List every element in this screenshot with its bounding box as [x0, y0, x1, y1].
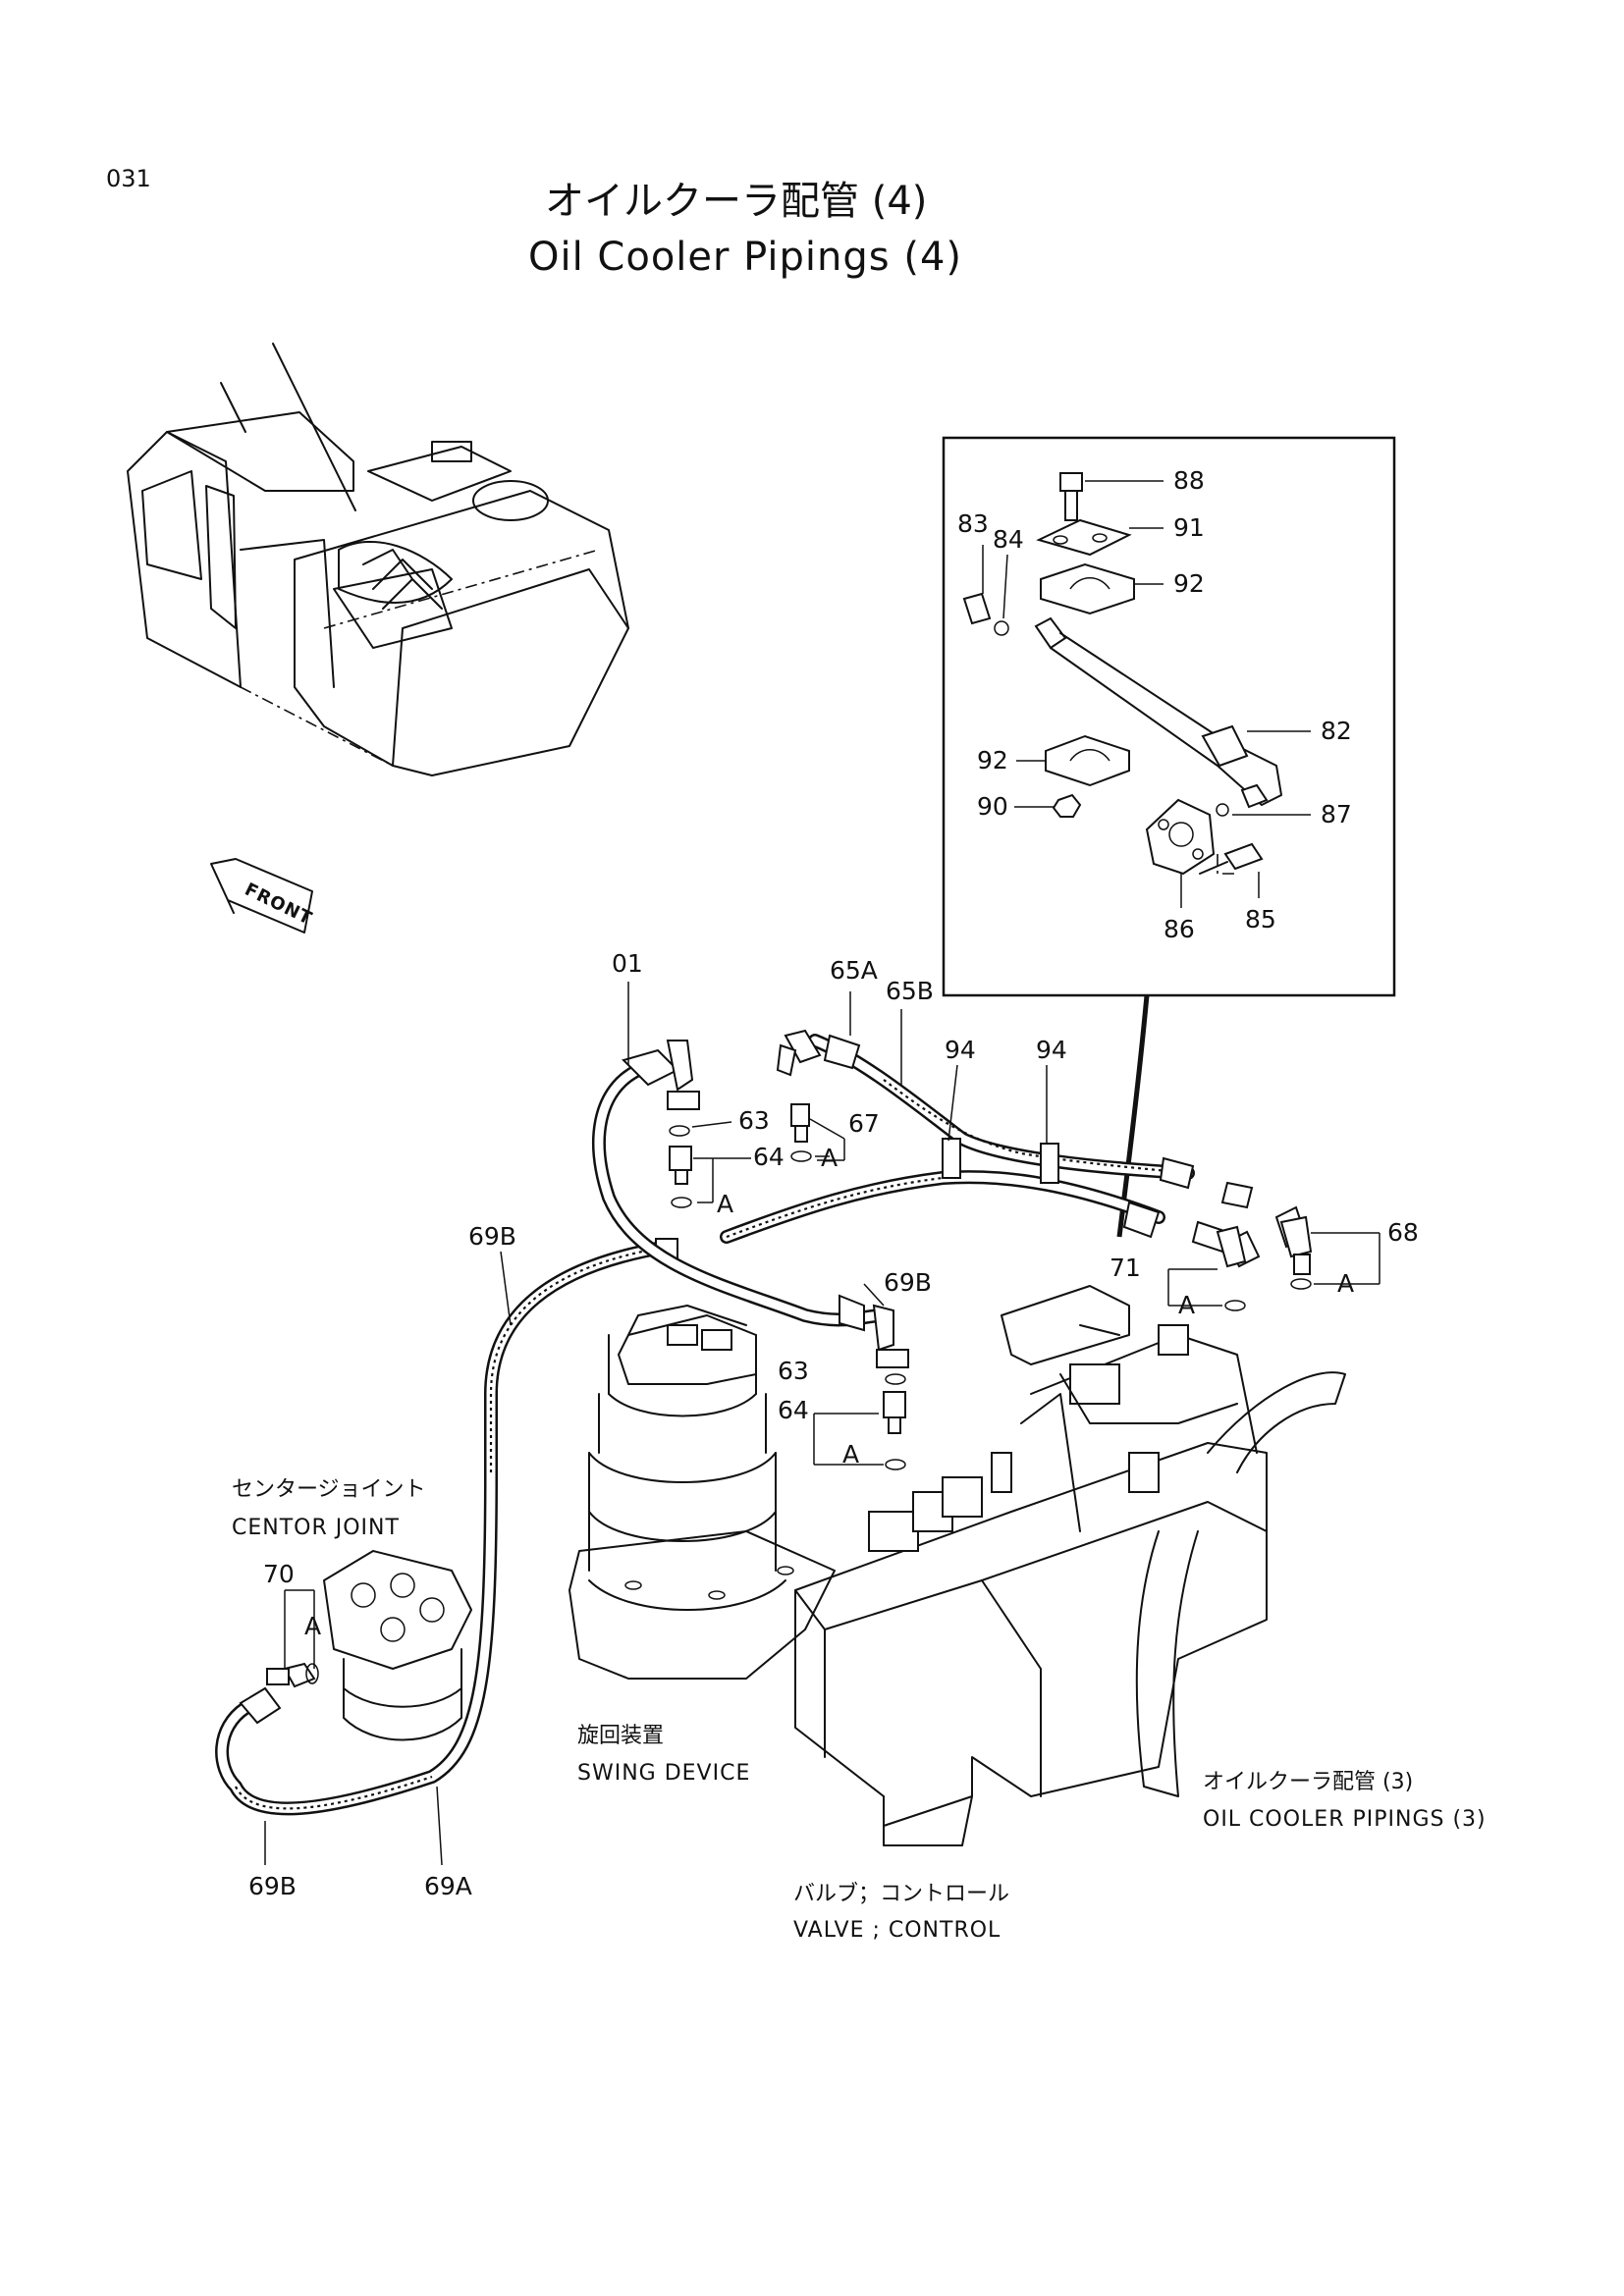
- callout-63-lower: 63: [778, 1357, 809, 1385]
- control-valve-illustration: [794, 1285, 1346, 1846]
- callout-65a: 65A: [830, 956, 878, 985]
- hose-65-assembly: [720, 1029, 1308, 1268]
- callout-92-lower: 92: [977, 746, 1008, 774]
- center-joint-illustration: [283, 1550, 472, 1741]
- callout-69b-middle: 69B: [884, 1268, 932, 1297]
- title-japanese: オイルクーラ配管 (4): [545, 179, 927, 224]
- callout-85: 85: [1245, 905, 1276, 934]
- callout-64-upper: 64: [753, 1143, 785, 1171]
- callout-a-2: A: [821, 1144, 838, 1172]
- callout-63-upper: 63: [738, 1106, 770, 1135]
- callout-01: 01: [612, 949, 643, 978]
- callout-64-lower: 64: [778, 1396, 809, 1424]
- center-joint-label-jp: センタージョイント: [232, 1477, 426, 1502]
- front-direction-arrow: FRONT: [210, 858, 315, 934]
- swing-device-illustration: [568, 1305, 836, 1680]
- swing-device-label-en: SWING DEVICE: [577, 1761, 750, 1786]
- callout-a-1: A: [717, 1190, 733, 1218]
- callout-87: 87: [1321, 800, 1352, 828]
- callout-a-4: A: [1178, 1291, 1195, 1319]
- callout-69a: 69A: [424, 1872, 472, 1900]
- hose-69-assembly: [215, 1238, 678, 1816]
- title-english: Oil Cooler Pipings (4): [528, 235, 962, 280]
- callout-70: 70: [263, 1560, 295, 1588]
- callout-84: 84: [993, 525, 1024, 554]
- callout-a-3: A: [1337, 1269, 1354, 1298]
- oil-cooler-ref-label-en: OIL COOLER PIPINGS (3): [1203, 1807, 1487, 1832]
- callout-65b: 65B: [886, 977, 934, 1005]
- excavator-overview-illustration: [127, 343, 629, 776]
- callout-83: 83: [957, 509, 989, 538]
- callout-88: 88: [1173, 466, 1205, 495]
- callout-68: 68: [1387, 1218, 1419, 1247]
- callout-94-right: 94: [1036, 1036, 1067, 1064]
- center-joint-label-en: CENTOR JOINT: [232, 1516, 400, 1540]
- callout-a-5: A: [842, 1440, 859, 1468]
- callout-69b-top: 69B: [468, 1222, 516, 1251]
- callout-92-upper: 92: [1173, 569, 1205, 598]
- pipe-01: [592, 1040, 909, 1368]
- control-valve-label-en: VALVE ; CONTROL: [793, 1918, 1001, 1943]
- callout-94-left: 94: [945, 1036, 976, 1064]
- callout-82: 82: [1321, 717, 1352, 745]
- callout-90: 90: [977, 792, 1008, 821]
- callout-a-6: A: [304, 1612, 321, 1640]
- swing-device-label-jp: 旋回装置: [577, 1724, 664, 1748]
- callout-86: 86: [1164, 915, 1195, 943]
- leader-lines: [264, 982, 1380, 1866]
- oil-cooler-ref-label-jp: オイルクーラ配管 (3): [1203, 1770, 1413, 1794]
- callout-67: 67: [848, 1109, 880, 1138]
- page-number: 031: [106, 165, 151, 192]
- fittings: [266, 1103, 1313, 1685]
- control-valve-label-jp: バルブ；コントロール: [793, 1882, 1009, 1906]
- callout-71: 71: [1110, 1254, 1141, 1282]
- callout-91: 91: [1173, 513, 1205, 542]
- detail-inset-box: [942, 436, 1396, 1238]
- callout-69b-bottom: 69B: [248, 1872, 297, 1900]
